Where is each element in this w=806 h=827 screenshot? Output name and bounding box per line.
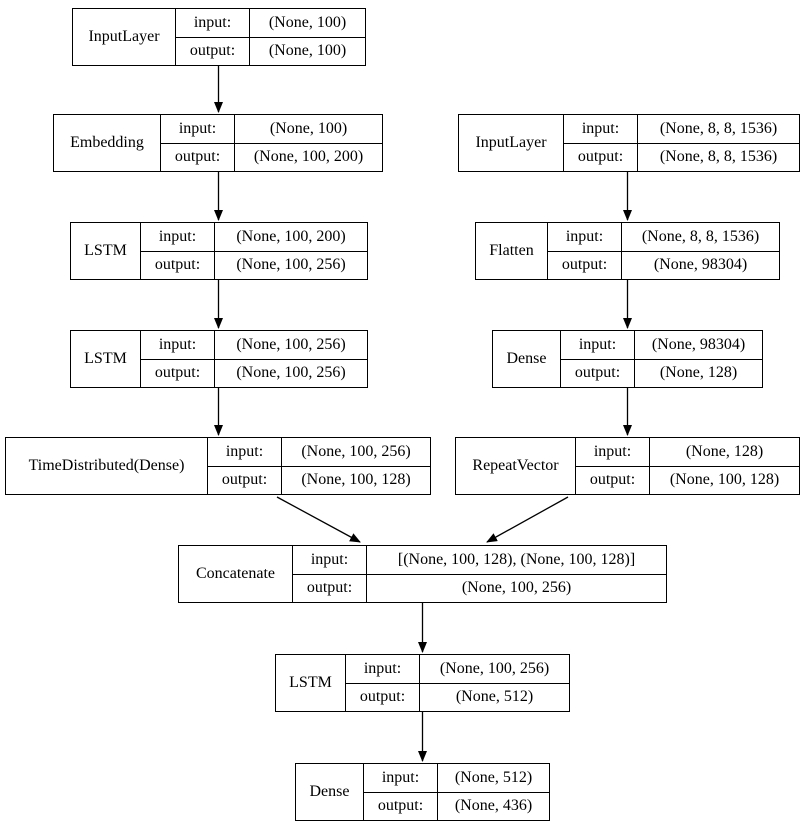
node-input-layer-2: InputLayer input: (None, 8, 8, 1536) out… [458, 114, 800, 172]
output-label: output: [561, 359, 635, 387]
output-label: output: [364, 792, 438, 820]
output-label: output: [293, 574, 367, 602]
edge-timedistributed-concatenate [276, 496, 361, 543]
edge-repeatvector-concatenate [486, 496, 569, 543]
input-label: input: [293, 546, 367, 574]
node-repeat-vector: RepeatVector input: (None, 128) output: … [455, 437, 800, 495]
layer-name: TimeDistributed(Dense) [6, 438, 208, 494]
output-label: output: [576, 466, 650, 494]
output-shape: (None, 100, 200) [253, 148, 364, 166]
input-shape: (None, 512) [454, 768, 533, 786]
input-label: input: [346, 655, 420, 683]
output-label: output: [208, 466, 282, 494]
output-shape: (None, 100, 128) [669, 471, 780, 489]
output-shape: (None, 512) [455, 688, 534, 706]
layer-name: LSTM [71, 223, 141, 279]
input-label: input: [548, 223, 622, 251]
output-row: output: (None, 100, 128) [208, 465, 430, 494]
input-shape: [(None, 100, 128), (None, 100, 128)] [397, 550, 636, 568]
input-row: input: (None, 512) [364, 764, 549, 792]
layer-name: RepeatVector [456, 438, 576, 494]
node-flatten: Flatten input: (None, 8, 8, 1536) output… [475, 222, 780, 280]
input-label: input: [141, 223, 215, 251]
input-label: input: [364, 764, 438, 792]
input-shape: (None, 100, 200) [236, 227, 346, 245]
input-row: input: (None, 128) [576, 438, 799, 466]
output-row: output: (None, 128) [561, 358, 762, 387]
input-shape: (None, 100) [268, 13, 347, 31]
output-label: output: [564, 143, 638, 171]
output-shape: (None, 100, 128) [301, 471, 411, 489]
output-label: output: [161, 143, 235, 171]
input-shape: (None, 100, 256) [439, 659, 550, 677]
output-shape: (None, 8, 8, 1536) [659, 148, 778, 166]
output-row: output: (None, 100, 256) [141, 358, 367, 387]
input-shape: (None, 100) [269, 119, 348, 137]
node-dense-1: Dense input: (None, 98304) output: (None… [492, 330, 763, 388]
input-label: input: [576, 438, 650, 466]
input-shape: (None, 100, 256) [301, 442, 411, 460]
input-shape: (None, 8, 8, 1536) [641, 227, 760, 245]
input-shape: (None, 128) [685, 442, 764, 460]
input-row: input: [(None, 100, 128), (None, 100, 12… [293, 546, 666, 574]
input-row: input: (None, 8, 8, 1536) [548, 223, 779, 251]
output-label: output: [141, 359, 215, 387]
input-shape: (None, 98304) [651, 335, 746, 353]
layer-name: InputLayer [459, 115, 564, 171]
output-row: output: (None, 100, 200) [161, 142, 382, 171]
output-shape: (None, 436) [454, 797, 533, 815]
input-label: input: [176, 9, 250, 37]
output-shape: (None, 100, 256) [461, 579, 572, 597]
input-row: input: (None, 98304) [561, 331, 762, 359]
node-dense-2: Dense input: (None, 512) output: (None, … [295, 763, 550, 821]
input-row: input: (None, 100) [161, 115, 382, 143]
node-lstm-1: LSTM input: (None, 100, 200) output: (No… [70, 222, 368, 280]
layer-name: LSTM [71, 331, 141, 387]
output-label: output: [548, 251, 622, 279]
input-row: input: (None, 100, 256) [208, 438, 430, 466]
output-label: output: [141, 251, 215, 279]
output-row: output: (None, 512) [346, 682, 569, 711]
output-row: output: (None, 8, 8, 1536) [564, 142, 799, 171]
output-label: output: [176, 37, 250, 65]
output-row: output: (None, 436) [364, 791, 549, 820]
input-row: input: (None, 100, 256) [346, 655, 569, 683]
input-row: input: (None, 100, 200) [141, 223, 367, 251]
input-shape: (None, 100, 256) [236, 335, 346, 353]
input-label: input: [161, 115, 235, 143]
output-shape: (None, 100, 256) [236, 364, 346, 382]
node-embedding: Embedding input: (None, 100) output: (No… [53, 114, 383, 172]
input-label: input: [208, 438, 282, 466]
output-shape: (None, 100) [268, 42, 347, 60]
node-lstm-2: LSTM input: (None, 100, 256) output: (No… [70, 330, 368, 388]
layer-name: Embedding [54, 115, 161, 171]
node-concatenate: Concatenate input: [(None, 100, 128), (N… [178, 545, 667, 603]
output-row: output: (None, 100) [176, 36, 365, 65]
node-lstm-3: LSTM input: (None, 100, 256) output: (No… [275, 654, 570, 712]
output-shape: (None, 128) [659, 364, 738, 382]
input-label: input: [141, 331, 215, 359]
output-row: output: (None, 100, 256) [141, 250, 367, 279]
output-shape: (None, 98304) [653, 256, 748, 274]
input-row: input: (None, 100, 256) [141, 331, 367, 359]
node-time-distributed-dense: TimeDistributed(Dense) input: (None, 100… [5, 437, 431, 495]
layer-name: Dense [296, 764, 364, 820]
input-label: input: [564, 115, 638, 143]
output-row: output: (None, 100, 256) [293, 573, 666, 602]
node-input-layer-1: InputLayer input: (None, 100) output: (N… [72, 8, 366, 66]
output-row: output: (None, 98304) [548, 250, 779, 279]
input-row: input: (None, 8, 8, 1536) [564, 115, 799, 143]
layer-name: Flatten [476, 223, 548, 279]
input-label: input: [561, 331, 635, 359]
layer-name: InputLayer [73, 9, 176, 65]
output-row: output: (None, 100, 128) [576, 465, 799, 494]
layer-name: LSTM [276, 655, 346, 711]
layer-name: Concatenate [179, 546, 293, 602]
input-shape: (None, 8, 8, 1536) [659, 119, 778, 137]
output-shape: (None, 100, 256) [236, 256, 346, 274]
input-row: input: (None, 100) [176, 9, 365, 37]
layer-name: Dense [493, 331, 561, 387]
output-label: output: [346, 683, 420, 711]
